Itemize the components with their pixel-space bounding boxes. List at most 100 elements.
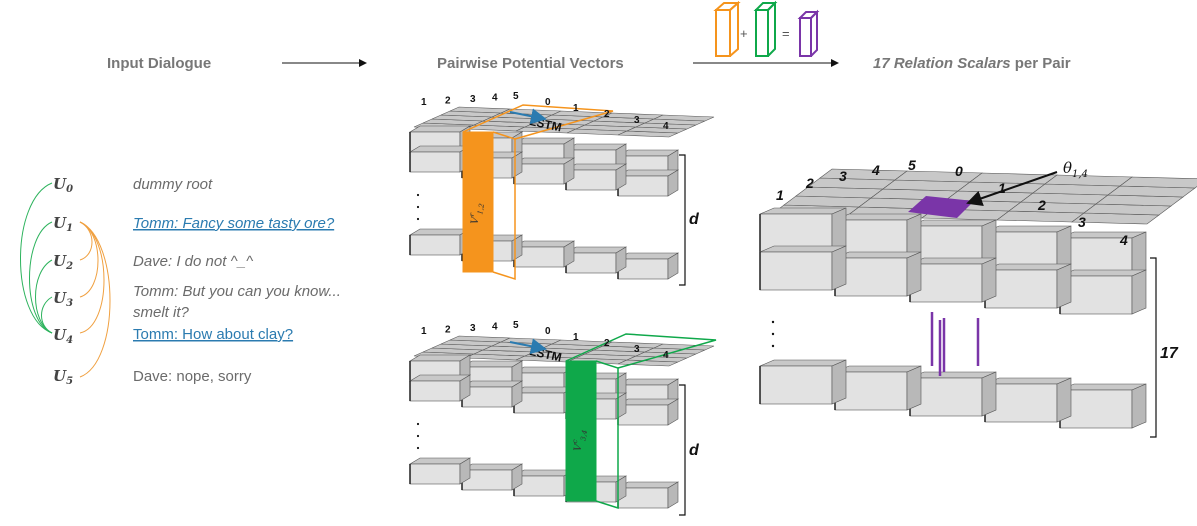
bottom-block-vector-outline	[595, 360, 619, 510]
utterance-text: dummy root	[133, 176, 213, 193]
bottom-block-lower-layer	[408, 457, 680, 509]
cube-face	[1131, 383, 1147, 429]
cube-face	[909, 371, 997, 379]
bottom-block-index: 4	[663, 350, 669, 361]
cube-face	[1059, 231, 1147, 239]
utterance-text-link[interactable]: Tomm: How about clay?	[133, 326, 293, 343]
cube-face	[1056, 377, 1072, 423]
speaker-label: U1	[53, 214, 73, 234]
cube-face	[667, 252, 679, 280]
bottom-block-slice-outline	[565, 333, 717, 369]
relation-layer-1	[759, 207, 1147, 277]
ellipsis-dot	[416, 217, 420, 221]
cube-face	[909, 263, 983, 303]
cube-face	[615, 163, 627, 191]
top-block-index: 5	[513, 91, 519, 102]
cube-face	[759, 213, 833, 253]
lstm-arrow-bottom	[509, 338, 547, 355]
cube-face	[409, 463, 461, 485]
ellipsis-dot	[771, 332, 775, 336]
cube-face	[1059, 237, 1133, 277]
top-block-index: 0	[545, 97, 551, 108]
bottom-block-index: 0	[545, 326, 551, 337]
cube-face	[759, 365, 833, 405]
header-pairwise-vectors: Pairwise Potential Vectors	[437, 55, 624, 72]
relation-index: 5	[908, 157, 916, 173]
cube-face	[667, 169, 679, 197]
top-block-index: 2	[445, 96, 451, 107]
cube-face	[1119, 176, 1197, 189]
relation-index: 1	[776, 187, 784, 203]
relation-index: 3	[1078, 214, 1086, 230]
cube-face	[1056, 263, 1072, 309]
cube-face	[1059, 383, 1147, 391]
utterance-text-link[interactable]: Tomm: Fancy some tasty ore?	[133, 215, 335, 232]
cube-face	[511, 463, 523, 491]
top-block-vector-outline	[492, 131, 516, 281]
cube-face	[981, 371, 997, 417]
top-block-labels: Vr1,2 d LSTM	[468, 108, 700, 286]
bottom-block-index: 5	[513, 320, 519, 331]
cube-face	[1044, 174, 1133, 187]
relation-index: 1	[998, 180, 1006, 196]
ellipsis-dot	[416, 205, 420, 209]
cube-face	[667, 398, 679, 426]
speaker-label: U5	[53, 367, 73, 387]
bottom-block-index: 4	[492, 322, 498, 333]
header-relation-scalars: 17 Relation Scalars per Pair	[873, 55, 1071, 72]
utterance-2: U2 Dave: I do not ^_^	[53, 252, 254, 272]
relation-index: 2	[805, 175, 814, 191]
cube-face	[511, 380, 523, 408]
cube-face	[831, 245, 847, 291]
utterance-3: U3 Tomm: But you can you know... smelt i…	[53, 283, 341, 321]
cube-face	[615, 246, 627, 274]
bottom-block-index: 1	[421, 326, 427, 337]
cube-face	[1131, 269, 1147, 315]
theta-cell	[908, 196, 974, 218]
utterance-text: Dave: I do not ^_^	[133, 253, 254, 270]
header-relation-suffix: per Pair	[1011, 55, 1071, 72]
cube-face	[909, 257, 997, 265]
utterance-0: U0 dummy root	[53, 175, 213, 195]
cube-face	[981, 257, 997, 303]
utterance-5: U5 Dave: nope, sorry	[53, 367, 252, 387]
cube-face	[1059, 269, 1147, 277]
relation-index: 4	[871, 162, 880, 178]
ellipsis-dot	[416, 446, 420, 450]
right-block-labels: θ1,4 17	[966, 159, 1179, 438]
cube-face	[834, 365, 922, 373]
cube-face	[563, 240, 575, 268]
equation-icon: + =	[713, 0, 820, 57]
ellipsis-dot	[416, 422, 420, 426]
lstm-arrow-top	[509, 108, 547, 125]
cube-face	[759, 251, 833, 291]
dim-label-right: 17	[1160, 345, 1179, 362]
top-block-index: 2	[604, 109, 610, 120]
cube-face	[653, 114, 715, 122]
cube-face	[409, 380, 461, 402]
dim-label-bottom: d	[689, 442, 700, 459]
cube-face	[984, 231, 1058, 271]
theta-arrow	[966, 171, 1058, 206]
dependency-arcs	[20, 182, 111, 378]
dim-label-top: d	[689, 211, 700, 228]
top-block-top-sheet	[413, 106, 715, 138]
relation-layer-2	[759, 245, 1147, 315]
cube-face	[981, 219, 997, 265]
top-block-slice-outline	[462, 104, 614, 140]
cube-face	[984, 269, 1058, 309]
speaker-label: U3	[53, 289, 73, 309]
cube-face	[984, 383, 1058, 423]
cube-face	[984, 225, 1072, 233]
cube-face	[831, 359, 847, 405]
cube-face	[834, 371, 908, 411]
speaker-label: U0	[53, 175, 73, 195]
cube-face	[909, 219, 997, 227]
cube-face	[459, 457, 471, 485]
relation-index: 4	[1119, 232, 1128, 248]
top-block-index: 3	[634, 115, 640, 126]
cube-face	[1059, 275, 1133, 315]
relation-index: 3	[839, 168, 847, 184]
equals-sign: =	[782, 26, 790, 41]
